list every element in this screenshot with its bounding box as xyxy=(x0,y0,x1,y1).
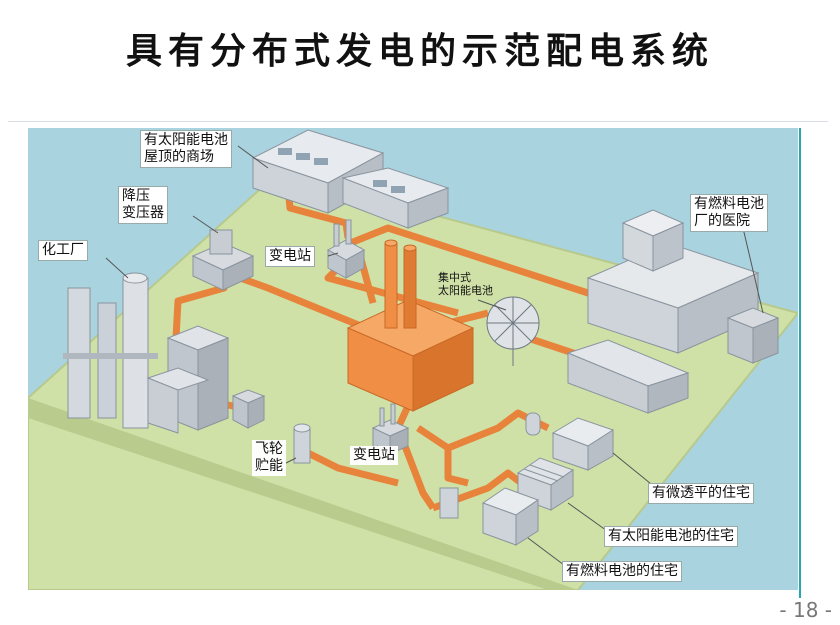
label-substation-bottom: 变电站 xyxy=(350,446,398,465)
label-step-down-transformer: 降压 变压器 xyxy=(118,186,168,224)
slide-title: 具有分布式发电的示范配电系统 xyxy=(0,22,840,74)
label-solar-mall: 有太阳能电池 屋顶的商场 xyxy=(140,130,232,168)
label-flywheel-storage: 飞轮 贮能 xyxy=(252,440,286,476)
right-accent-rule xyxy=(799,128,801,598)
title-divider xyxy=(8,121,828,122)
label-central-solar: 集中式 太阳能电池 xyxy=(435,270,496,298)
page-number: - 18 - xyxy=(779,598,832,622)
label-fuel-cell-hospital: 有燃料电池 厂的医院 xyxy=(690,194,768,232)
label-solar-house: 有太阳能电池的住宅 xyxy=(604,526,738,547)
label-microturbine-house: 有微透平的住宅 xyxy=(648,483,754,504)
label-substation-top: 变电站 xyxy=(265,246,315,267)
label-fuel-cell-house: 有燃料电池的住宅 xyxy=(562,561,682,582)
distribution-system-diagram: 有太阳能电池 屋顶的商场 降压 变压器 化工厂 变电站 集中式 太阳能电池 有燃… xyxy=(28,128,798,590)
label-chemical-plant: 化工厂 xyxy=(38,240,88,261)
